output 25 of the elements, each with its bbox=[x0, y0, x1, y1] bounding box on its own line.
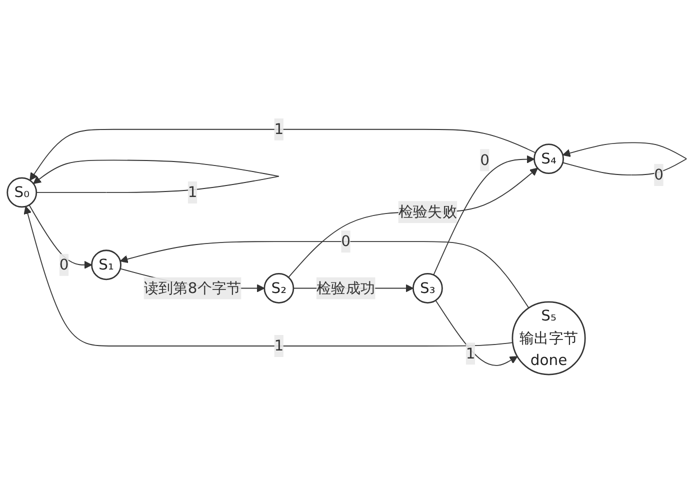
arrow bbox=[435, 299, 518, 366]
node-circle: S₅ 输出字节 done bbox=[512, 300, 586, 375]
edge-label: 1 bbox=[274, 336, 284, 354]
node-circle: S₂ bbox=[264, 272, 294, 303]
arrow bbox=[30, 128, 536, 180]
edge-label: 1 bbox=[274, 120, 284, 138]
node-circle: S₀ bbox=[6, 176, 38, 208]
node-circle: S₄ bbox=[534, 143, 564, 174]
arrow bbox=[562, 142, 687, 175]
edge-label: 1 bbox=[466, 344, 476, 362]
edge-label: 0 bbox=[654, 165, 664, 183]
edge-label: 读到第8个字节 bbox=[144, 278, 242, 296]
edge-label: 0 bbox=[59, 255, 69, 273]
edge-label: 1 bbox=[188, 182, 198, 200]
edge-label: 0 bbox=[480, 150, 490, 168]
arrow bbox=[33, 159, 280, 192]
arrow bbox=[433, 154, 535, 275]
arrow bbox=[24, 206, 514, 346]
node-circle: S₁ bbox=[91, 249, 122, 280]
arrow bbox=[288, 167, 538, 278]
edge-label: 检验失败 bbox=[398, 202, 458, 220]
edge-label: 0 bbox=[341, 232, 351, 250]
node-circle: S₃ bbox=[412, 272, 443, 303]
arrow bbox=[28, 204, 92, 268]
edge-label: 检验成功 bbox=[316, 278, 376, 296]
